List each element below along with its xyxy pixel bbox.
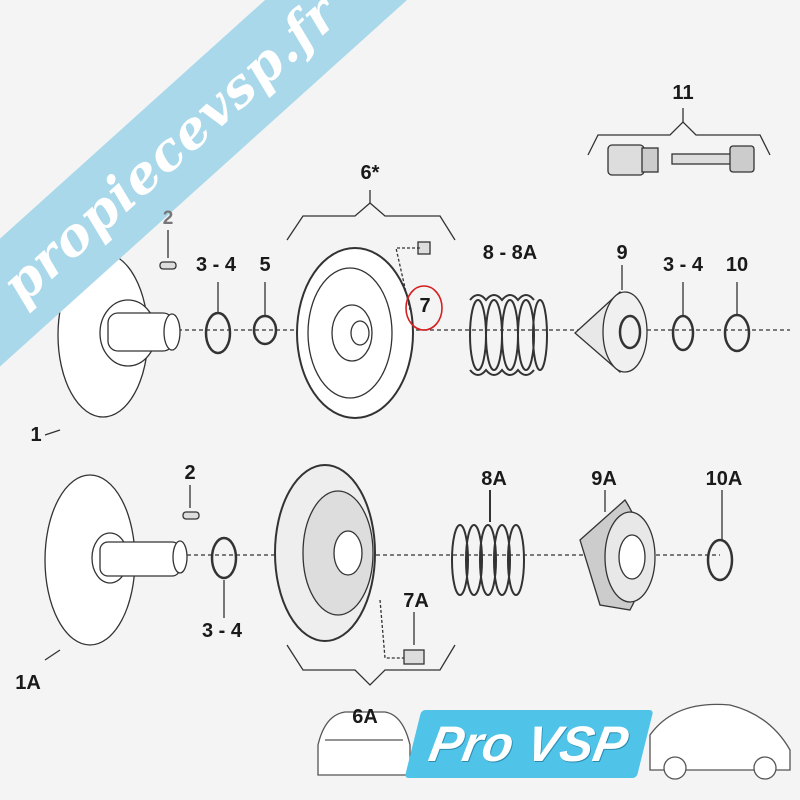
part-6A-variator: [274, 464, 456, 686]
label-10A: 10A: [705, 468, 743, 490]
part-6-variator: [286, 190, 456, 419]
part-3-4-washer-bottom: [210, 536, 238, 618]
highlight-circle: [405, 285, 443, 331]
part-8A-spring: [451, 490, 525, 596]
part-3-4-washer-2: [671, 282, 695, 352]
car-front-icon: [317, 711, 411, 776]
label-3-4-bottom: 3 - 4: [201, 620, 243, 642]
label-8-8A: 8 - 8A: [482, 242, 538, 264]
label-6: 6*: [360, 162, 380, 184]
label-3-4: 3 - 4: [195, 254, 237, 276]
label-7A: 7A: [403, 590, 429, 612]
label-2: 2: [162, 208, 174, 229]
part-11-plug-bolt: [587, 108, 771, 176]
provsp-logo: Pro VSP: [404, 710, 654, 778]
part-2-pin-bottom: [182, 485, 200, 520]
label-11: 11: [672, 82, 694, 104]
part-3-4-washer: [204, 282, 232, 355]
label-9A: 9A: [591, 468, 617, 490]
part-7A-roller: [379, 599, 425, 665]
label-1A: 1A: [15, 672, 41, 694]
part-10-circlip: [723, 282, 751, 353]
label-8A: 8A: [481, 468, 507, 490]
label-10: 10: [725, 254, 749, 276]
label-1: 1: [30, 424, 42, 446]
label-6A: 6A: [352, 706, 378, 728]
part-9-cover: [574, 265, 648, 373]
part-5-ring: [252, 282, 278, 346]
part-8-spring: [469, 294, 548, 376]
car-side-icon: [649, 703, 791, 780]
part-7-roller: [395, 241, 443, 331]
part-9A-cover: [579, 490, 656, 611]
label-7: 7: [419, 295, 431, 317]
label-3-4-b: 3 - 4: [662, 254, 704, 276]
label-2-bottom: 2: [184, 462, 196, 484]
part-1A-pulley: [44, 474, 188, 661]
part-2-pin: [159, 230, 177, 270]
part-10A-circlip: [706, 490, 734, 582]
label-9: 9: [616, 242, 628, 264]
label-5: 5: [259, 254, 271, 276]
